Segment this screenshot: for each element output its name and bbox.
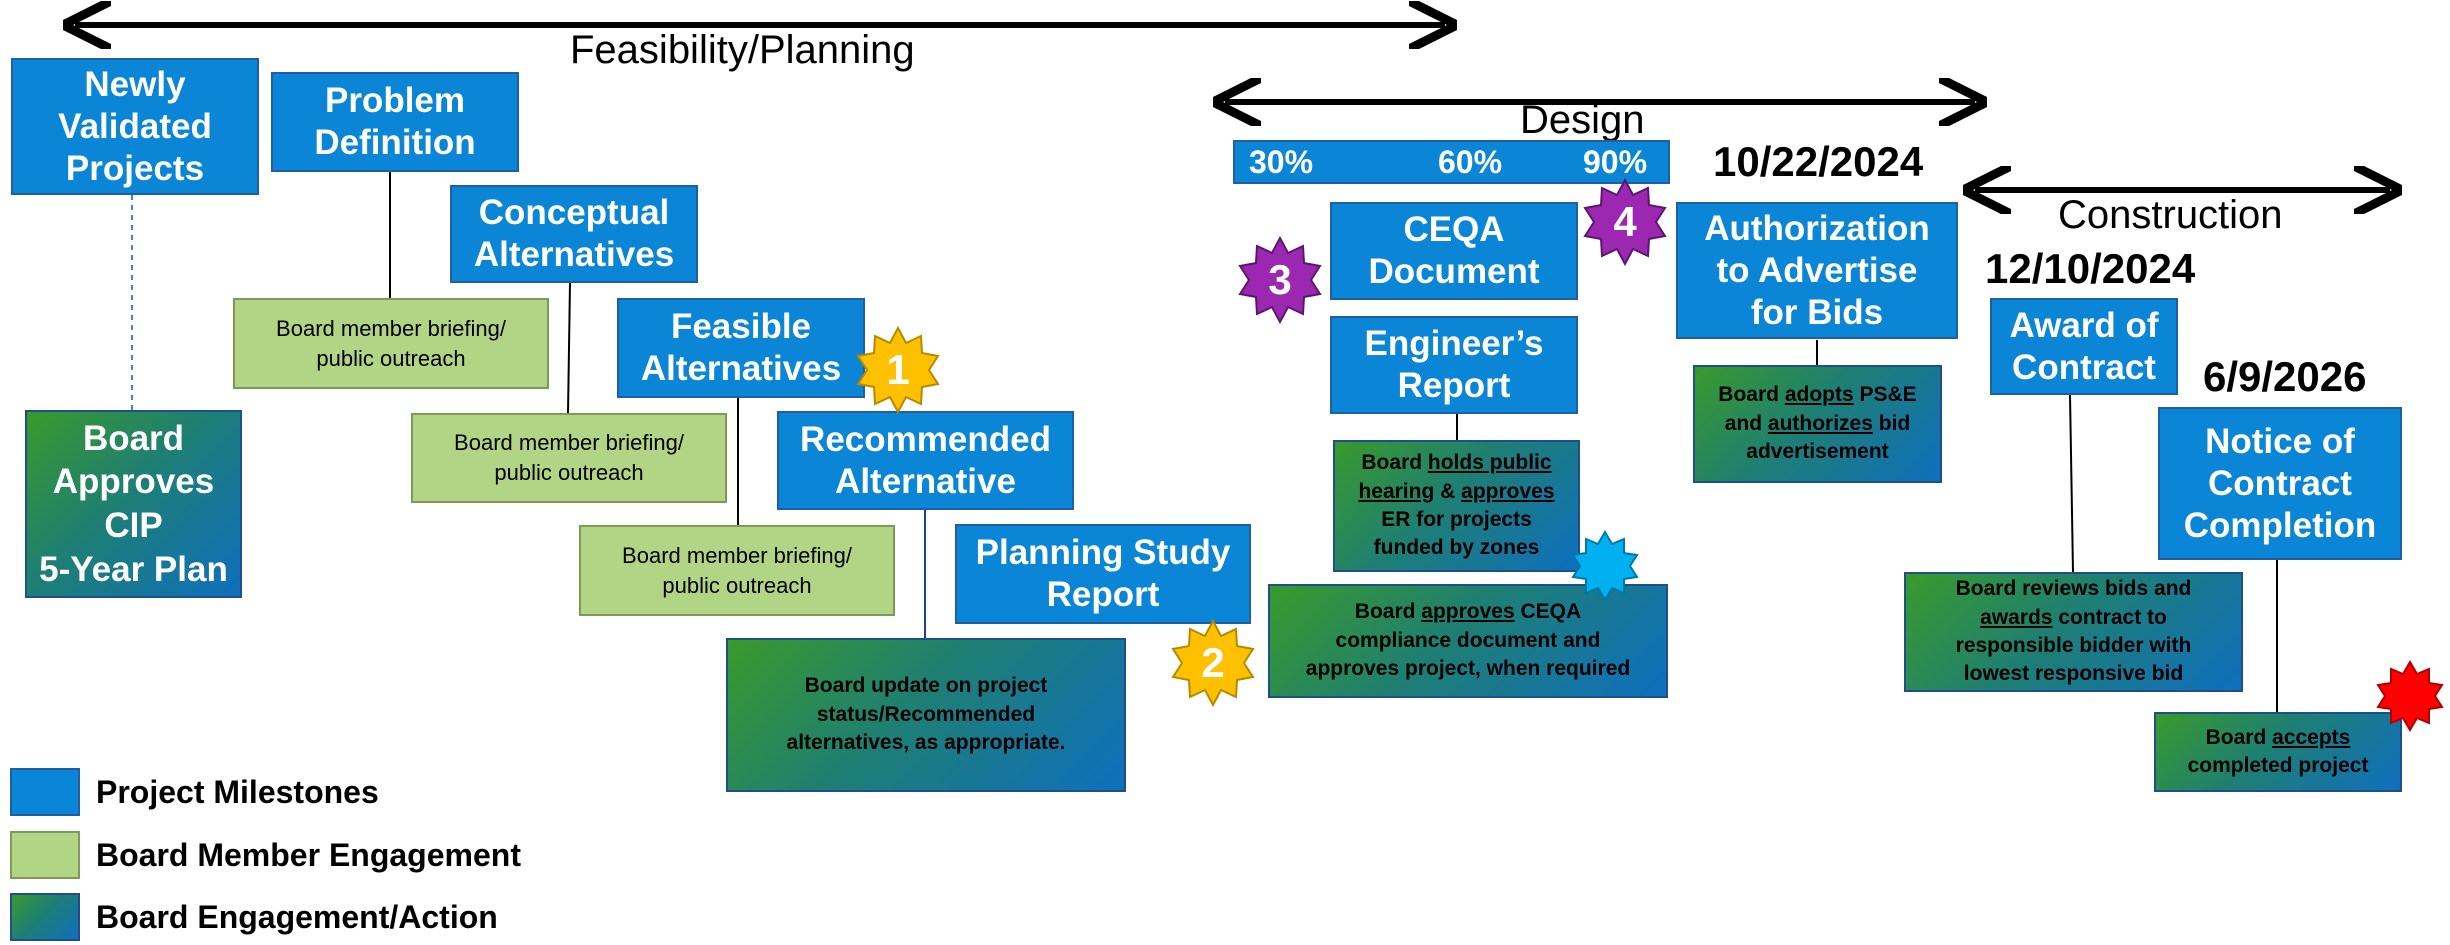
board-member-briefing-1: Board member briefing/ public outreach bbox=[233, 298, 549, 389]
adv-text-authorizes: authorizes bbox=[1767, 411, 1873, 435]
legend-swatch-engagement-action bbox=[10, 893, 80, 941]
badge-1-star-shape bbox=[856, 325, 940, 415]
badge-2-star-shape bbox=[1171, 618, 1255, 708]
design-progress-60: 60% bbox=[1438, 144, 1503, 180]
legend-label-member-engagement: Board Member Engagement bbox=[96, 836, 521, 873]
badge-1-number: 1 bbox=[886, 346, 909, 393]
board-member-briefing-3: Board member briefing/ public outreach bbox=[579, 525, 895, 616]
legend-engagement-action: Board Engagement/Action bbox=[10, 893, 498, 941]
badge-2-star-icon: 2 bbox=[1171, 618, 1255, 708]
completion-red-star-shape bbox=[2376, 660, 2444, 732]
ceqa-blue-star-shape bbox=[1571, 530, 1639, 602]
design-progress-90: 90% bbox=[1583, 144, 1648, 180]
board-adopts-pse-action: Board adopts PS&E and authorizes bid adv… bbox=[1693, 365, 1942, 483]
five-year-plan-text: 5-Year Plan bbox=[39, 549, 228, 589]
legend-label-engagement-action: Board Engagement/Action bbox=[96, 898, 498, 935]
award-text-2: contract to responsible bidder with lowe… bbox=[1955, 605, 2192, 686]
design-phase-label: Design bbox=[1520, 98, 1645, 142]
ceqa-text-1: Board bbox=[1354, 600, 1422, 624]
design-progress-bar: 30% 60% 90% bbox=[1233, 140, 1670, 184]
connector-conceptual-to-briefing bbox=[567, 282, 571, 414]
board-approves-cip-text: Board Approves CIP bbox=[52, 418, 215, 546]
legend-swatch-milestones bbox=[10, 768, 80, 816]
award-date: 12/10/2024 bbox=[1985, 245, 2196, 292]
badge-3-number: 3 bbox=[1268, 256, 1291, 303]
legend-member-engagement: Board Member Engagement bbox=[10, 831, 521, 879]
badge-3-star-shape bbox=[1238, 235, 1322, 325]
completion-date: 6/9/2026 bbox=[2203, 353, 2367, 400]
board-member-briefing-2: Board member briefing/ public outreach bbox=[411, 413, 727, 503]
board-update-text: Board update on project status/Recommend… bbox=[786, 674, 1066, 755]
ceqa-text-2: CEQA compliance document and approves pr… bbox=[1305, 600, 1631, 681]
accept-text-2: completed project bbox=[2187, 754, 2369, 777]
construction-phase-label: Construction bbox=[2058, 193, 2283, 237]
adv-text-adopts: adopts bbox=[1784, 383, 1854, 407]
ceqa-blue-star-icon bbox=[1571, 530, 1639, 602]
er-text-3: ER for projects funded by zones bbox=[1373, 508, 1540, 560]
feasibility-phase-label: Feasibility/Planning bbox=[570, 28, 915, 72]
recommended-alternative-milestone: Recommended Alternative bbox=[777, 411, 1074, 510]
award-text-awards: awards bbox=[1980, 605, 2053, 629]
ceqa-text-approves: approves bbox=[1421, 600, 1515, 624]
er-text-approves: approves bbox=[1461, 479, 1555, 503]
newly-validated-projects-milestone: Newly Validated Projects bbox=[11, 58, 259, 195]
badge-2-number: 2 bbox=[1201, 639, 1224, 686]
board-accepts-project-text: Board accepts completed project bbox=[2188, 724, 2369, 781]
badge-4-star-icon: 4 bbox=[1583, 177, 1667, 267]
conceptual-alternatives-milestone: Conceptual Alternatives bbox=[450, 185, 698, 283]
accept-text-accepts: accepts bbox=[2272, 725, 2351, 749]
board-update-action: Board update on project status/Recommend… bbox=[726, 638, 1126, 792]
legend-label-milestones: Project Milestones bbox=[96, 773, 379, 810]
adv-text-1: Board bbox=[1718, 383, 1785, 407]
feasible-alternatives-milestone: Feasible Alternatives bbox=[617, 298, 865, 398]
notice-of-contract-completion-milestone: Notice of Contract Completion bbox=[2158, 407, 2402, 560]
legend-milestones: Project Milestones bbox=[10, 768, 379, 816]
er-text-holds-hearing: holds public hearing bbox=[1358, 451, 1552, 503]
design-progress-30: 30% bbox=[1249, 144, 1314, 180]
board-holds-hearing-action: Board holds public hearing & approves ER… bbox=[1333, 440, 1580, 572]
badge-1-star-icon: 1 bbox=[856, 325, 940, 415]
board-approves-cip-action: Board Approves CIP 5-Year Plan bbox=[25, 410, 242, 598]
engineers-report-milestone: Engineer’s Report bbox=[1330, 316, 1578, 414]
board-approves-ceqa-text: Board approves CEQA compliance document … bbox=[1306, 598, 1630, 683]
board-reviews-bids-text: Board reviews bids and awards contract t… bbox=[1956, 575, 2192, 688]
badge-4-number: 4 bbox=[1613, 198, 1637, 245]
board-reviews-bids-action: Board reviews bids and awards contract t… bbox=[1904, 572, 2243, 692]
authorization-to-advertise-milestone: Authorization to Advertise for Bids bbox=[1676, 202, 1958, 339]
connector-award-to-reviews bbox=[2069, 394, 2074, 573]
board-adopts-pse-text: Board adopts PS&E and authorizes bid adv… bbox=[1718, 381, 1916, 466]
planning-study-report-milestone: Planning Study Report bbox=[955, 524, 1251, 624]
badge-3-star-icon: 3 bbox=[1238, 235, 1322, 325]
completion-red-star-icon bbox=[2376, 660, 2444, 732]
er-text-1: Board bbox=[1361, 451, 1428, 475]
advertise-date: 10/22/2024 bbox=[1713, 138, 1924, 185]
board-approves-ceqa-action: Board approves CEQA compliance document … bbox=[1268, 584, 1668, 698]
adv-text-2: PS&E and bbox=[1724, 383, 1917, 435]
legend-swatch-member-engagement bbox=[10, 831, 80, 879]
legend: Project Milestones Board Member Engageme… bbox=[10, 768, 610, 943]
accept-text-1: Board bbox=[2205, 725, 2273, 749]
award-of-contract-milestone: Award of Contract bbox=[1990, 298, 2178, 395]
award-text-1: Board reviews bids and bbox=[1955, 577, 2192, 601]
board-holds-hearing-text: Board holds public hearing & approves ER… bbox=[1358, 449, 1554, 562]
board-accepts-project-action: Board accepts completed project bbox=[2154, 712, 2402, 792]
badge-4-star-shape bbox=[1583, 177, 1667, 267]
ceqa-document-milestone: CEQA Document bbox=[1330, 202, 1578, 300]
er-text-2: & bbox=[1434, 479, 1462, 503]
adv-text-3: bid advertisement bbox=[1746, 411, 1911, 464]
problem-definition-milestone: Problem Definition bbox=[271, 72, 519, 172]
